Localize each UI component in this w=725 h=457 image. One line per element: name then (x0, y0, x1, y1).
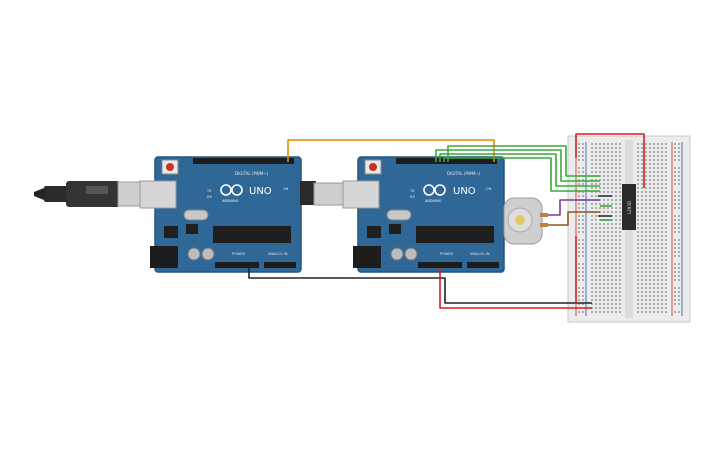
analog-label: ANALOG IN (268, 252, 288, 256)
reset-button-icon[interactable] (364, 159, 382, 175)
l293d-chip[interactable]: L293D (622, 184, 636, 230)
maker-label: ARDUINO (425, 199, 442, 203)
arduino-logo (220, 184, 243, 196)
dc-motor-icon[interactable] (503, 197, 548, 245)
digital-label: DIGITAL (PWM~) (447, 171, 481, 176)
power-label: POWER (440, 252, 454, 256)
arduino-logo (423, 184, 446, 196)
on-label: ON (486, 187, 492, 191)
usb-cable-icon (34, 181, 153, 207)
reset-button-icon[interactable] (161, 159, 179, 175)
arduino-board-1[interactable]: DIGITAL (PWM~) UNO ARDUINO TX RX ON POWE… (139, 156, 302, 273)
analog-label: ANALOG IN (470, 252, 490, 256)
maker-label: ARDUINO (222, 199, 239, 203)
brand-label: UNO (453, 186, 476, 197)
power-label: POWER (232, 252, 246, 256)
brand-label: UNO (249, 186, 272, 197)
arduino-board-2[interactable]: DIGITAL (PWM~) UNO ARDUINO TX RX ON POWE… (342, 156, 505, 273)
chip-label: L293D (627, 201, 632, 214)
on-label: ON (283, 187, 289, 191)
rx-label: RX (410, 195, 415, 199)
wires (248, 133, 645, 309)
tx-label: TX (409, 189, 415, 193)
tx-label: TX (206, 189, 212, 193)
rx-label: RX (207, 195, 212, 199)
digital-label: DIGITAL (PWM~) (235, 171, 269, 176)
